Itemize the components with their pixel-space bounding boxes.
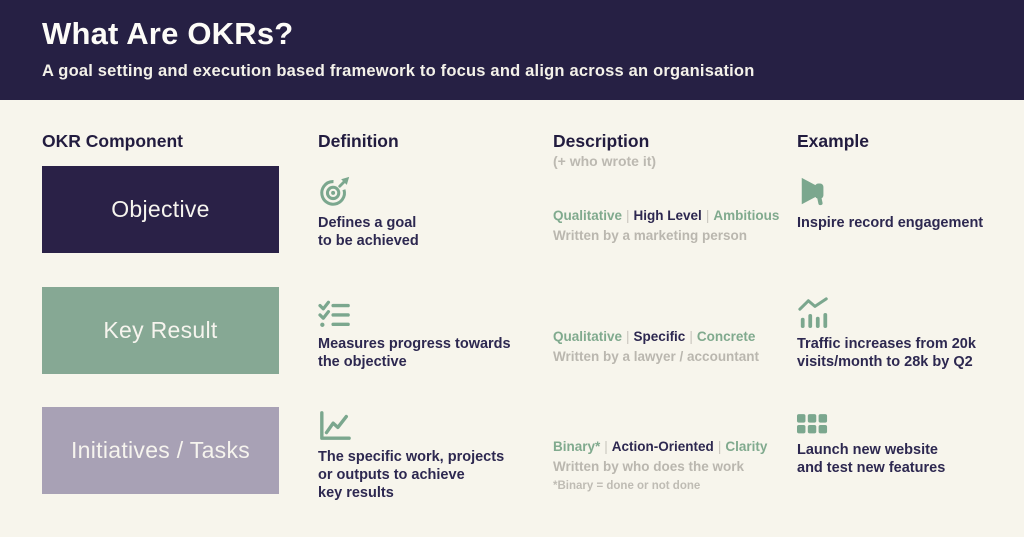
tag: Action-Oriented <box>611 439 714 454</box>
page-title: What Are OKRs? <box>42 16 294 51</box>
page-subtitle: A goal setting and execution based frame… <box>42 62 755 80</box>
definition-cell: Defines a goal to be achieved <box>318 174 548 251</box>
definition-text: Measures progress towards the objective <box>318 336 511 370</box>
tag: Qualitative <box>553 329 623 344</box>
tag: Specific <box>633 329 686 344</box>
table-row-key-result: Key Result Measures progress towards the… <box>0 287 1024 375</box>
description-tags: Qualitative|High Level|Ambitious <box>553 208 798 223</box>
tag-separator: | <box>705 208 710 223</box>
written-by-text: Written by a marketing person <box>553 228 748 243</box>
tag-separator: | <box>689 329 693 344</box>
description-cell: Qualitative|High Level|Ambitious Written… <box>553 208 798 243</box>
column-header-example: Example <box>797 131 869 151</box>
target-arrow-icon <box>318 174 548 208</box>
example-text: Inspire record engagement <box>797 215 984 231</box>
column-header-description-sub: (+ who wrote it) <box>553 153 657 169</box>
line-chart-icon <box>318 408 548 442</box>
megaphone-icon <box>797 174 1022 208</box>
definition-cell: The specific work, projects or outputs t… <box>318 408 548 503</box>
column-header-definition: Definition <box>318 131 399 151</box>
component-label: Objective <box>111 196 210 222</box>
written-by-text: Written by who does the work <box>553 459 745 474</box>
tag: Ambitious <box>713 208 780 223</box>
tag-separator: | <box>626 329 630 344</box>
component-label: Key Result <box>103 317 218 343</box>
table-row-initiatives: Initiatives / Tasks The specific work, p… <box>0 407 1024 501</box>
example-cell: Inspire record engagement <box>797 174 1022 233</box>
component-label: Initiatives / Tasks <box>70 437 251 463</box>
written-by-text: Written by a lawyer / accountant <box>553 349 760 364</box>
table-row-objective: Objective Defines a goal to be achieved … <box>0 166 1024 254</box>
example-cell: Launch new website and test new features <box>797 409 1022 478</box>
tag: Qualitative <box>553 208 623 223</box>
footnote-text: *Binary = done or not done <box>553 480 701 492</box>
tag-separator: | <box>717 439 722 454</box>
description-cell: Qualitative|Specific|Concrete Written by… <box>553 329 798 364</box>
component-box-initiatives: Initiatives / Tasks <box>42 407 279 494</box>
checklist-icon <box>318 295 548 329</box>
definition-text: Defines a goal to be achieved <box>318 215 419 249</box>
tag: Concrete <box>696 329 756 344</box>
example-text: Launch new website and test new features <box>797 442 946 476</box>
description-cell: Binary*|Action-Oriented|Clarity Written … <box>553 439 798 492</box>
column-header-description: Description <box>553 131 650 151</box>
tag-separator: | <box>626 208 630 223</box>
tag: High Level <box>633 208 702 223</box>
definition-text: The specific work, projects or outputs t… <box>318 449 505 501</box>
squares-grid-icon <box>797 409 1022 435</box>
example-cell: Traffic increases from 20k visits/month … <box>797 295 1022 372</box>
component-box-key-result: Key Result <box>42 287 279 374</box>
bar-chart-trend-icon <box>797 295 1022 329</box>
example-text: Traffic increases from 20k visits/month … <box>797 336 976 370</box>
description-tags: Qualitative|Specific|Concrete <box>553 329 798 344</box>
tag: Binary* <box>553 439 601 454</box>
component-box-objective: Objective <box>42 166 279 253</box>
definition-cell: Measures progress towards the objective <box>318 295 548 372</box>
tag-separator: | <box>604 439 608 454</box>
tag: Clarity <box>725 439 768 454</box>
description-tags: Binary*|Action-Oriented|Clarity <box>553 439 798 454</box>
column-header-component: OKR Component <box>42 131 183 151</box>
header-band: What Are OKRs? A goal setting and execut… <box>0 0 1024 100</box>
